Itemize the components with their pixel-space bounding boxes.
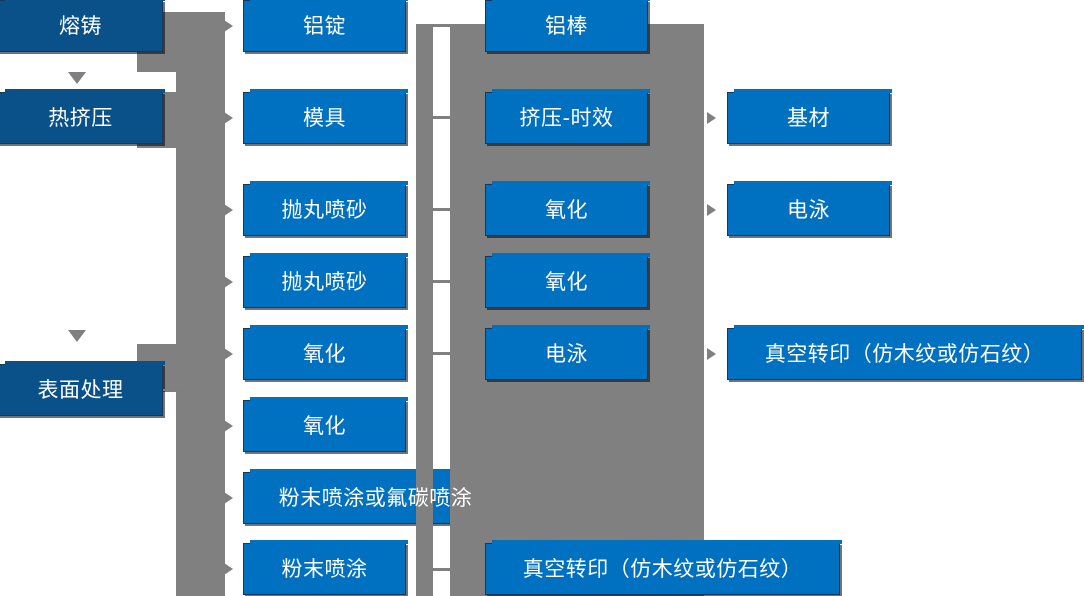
stage-label-surface: 表面处理 (37, 377, 124, 402)
sub-box-shot-blasting-2[interactable]: 抛丸喷砂 (243, 253, 408, 308)
branch-label-oxidation-1: 氧化 (545, 197, 588, 222)
connector-stub-branch-6 (432, 568, 452, 571)
branch-box-electrophoresis[interactable]: 电泳 (485, 325, 650, 380)
branch-label-extrusion-aging: 挤压-时效 (519, 105, 614, 130)
sub-box-aluminum-ingot[interactable]: 铝锭 (243, 0, 408, 52)
arrow-tip-sub-6 (224, 420, 233, 432)
sub-label-oxidation-1: 氧化 (303, 341, 346, 366)
stage-label-melting: 熔铸 (59, 13, 102, 38)
branch-box-vacuum-transfer[interactable]: 真空转印（仿木纹或仿石纹） (485, 540, 842, 595)
result-label-vacuum-transfer: 真空转印（仿木纹或仿石纹） (764, 341, 1045, 366)
sub-label-aluminum-ingot: 铝锭 (303, 13, 346, 38)
arrow-tip-sub-3 (224, 204, 233, 216)
arrow-tip-sub-2 (224, 112, 233, 124)
sub-box-mold[interactable]: 模具 (243, 89, 408, 144)
sub-label-powder-or-fluorocarbon: 粉末喷涂或氟碳喷涂 (278, 485, 473, 510)
sub-box-oxidation-1[interactable]: 氧化 (243, 325, 408, 380)
result-box-vacuum-transfer[interactable]: 真空转印（仿木纹或仿石纹） (727, 325, 1084, 380)
connector-down-melting (68, 72, 86, 84)
branch-label-vacuum-transfer: 真空转印（仿木纹或仿石纹） (522, 556, 803, 581)
branch-box-extrusion-aging[interactable]: 挤压-时效 (485, 89, 650, 144)
branch-label-oxidation-2: 氧化 (545, 269, 588, 294)
sub-label-shot-blasting-1: 抛丸喷砂 (281, 197, 368, 222)
connector-stub-branch-5 (432, 352, 452, 355)
stage-box-melting[interactable]: 熔铸 (0, 0, 165, 52)
connector-stub-branch-4 (432, 280, 452, 283)
stage-box-extrusion[interactable]: 热挤压 (0, 89, 165, 144)
branch-label-electrophoresis: 电泳 (545, 341, 588, 366)
stage-label-extrusion: 热挤压 (48, 105, 113, 130)
connector-down-extrusion (68, 330, 86, 342)
arrow-tip-sub-7 (224, 492, 233, 504)
branch-box-aluminum-bar[interactable]: 铝棒 (485, 0, 650, 52)
connector-stub-branch-3 (432, 208, 452, 211)
branch-label-aluminum-bar: 铝棒 (545, 13, 588, 38)
branch-box-oxidation-2[interactable]: 氧化 (485, 253, 650, 308)
branch-box-oxidation-1[interactable]: 氧化 (485, 181, 650, 236)
arrow-tip-sub-1 (224, 20, 233, 32)
connector-stub-branch-2 (432, 116, 452, 119)
sub-label-oxidation-2: 氧化 (303, 413, 346, 438)
arrow-tip-sub-4 (224, 276, 233, 288)
arrow-tip-result-2 (707, 204, 716, 216)
sub-box-shot-blasting-1[interactable]: 抛丸喷砂 (243, 181, 408, 236)
arrow-tip-result-3 (707, 348, 716, 360)
result-box-base-material[interactable]: 基材 (727, 89, 892, 144)
connector-rail-sub-to-branch (416, 24, 433, 596)
arrow-tip-result-1 (707, 112, 716, 124)
connector-stub-branch-1 (432, 24, 452, 27)
result-box-electrophoresis[interactable]: 电泳 (727, 181, 892, 236)
result-label-electrophoresis: 电泳 (787, 197, 830, 222)
result-label-base-material: 基材 (787, 105, 830, 130)
arrow-tip-sub-5 (224, 348, 233, 360)
sub-label-mold: 模具 (303, 105, 346, 130)
stub-surface-to-trunk (163, 389, 185, 391)
sub-label-powder-coating: 粉末喷涂 (281, 556, 368, 581)
connector-trunk-stage-to-sub (176, 12, 225, 596)
arrow-tip-sub-8 (224, 563, 233, 575)
sub-label-shot-blasting-2: 抛丸喷砂 (281, 269, 368, 294)
stage-box-surface[interactable]: 表面处理 (0, 361, 165, 416)
sub-box-powder-coating[interactable]: 粉末喷涂 (243, 540, 408, 595)
sub-box-oxidation-2[interactable]: 氧化 (243, 397, 408, 452)
